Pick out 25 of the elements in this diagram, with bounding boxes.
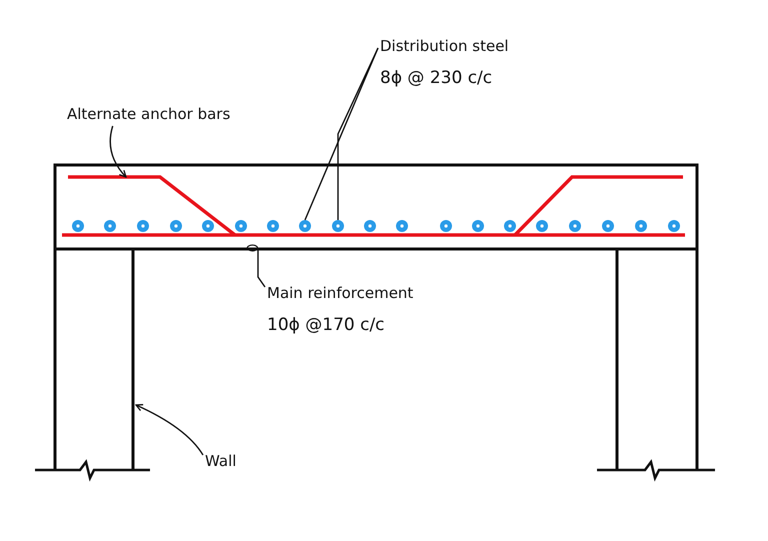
rebar-section [504, 220, 516, 232]
reinforcement-bar [514, 175, 683, 236]
part-label: Alternate anchor bars [67, 104, 230, 124]
part-label: Main reinforcement [267, 283, 414, 303]
reinforcement-bar [62, 233, 685, 237]
rebar-section [364, 220, 376, 232]
leader-arrow [135, 404, 204, 456]
leader-line [337, 48, 379, 220]
rebar-section [267, 220, 279, 232]
rebar-section [440, 220, 452, 232]
rebar-section [472, 220, 484, 232]
wall-outline [616, 248, 698, 472]
reinforcement-bar [68, 175, 236, 236]
rebar-section [299, 220, 311, 232]
spacing-label: 8ϕ @ 230 c/c [380, 68, 494, 88]
leader-arrow [110, 126, 127, 178]
part-label: Distribution steel [380, 36, 509, 56]
leader-line [246, 244, 266, 288]
rebar-section [235, 220, 247, 232]
spacing-label: 10ϕ @170 c/c [267, 315, 386, 335]
part-label: Wall [205, 451, 236, 471]
wall-outline [54, 248, 134, 472]
rebar-section [396, 220, 408, 232]
leader-line [304, 48, 379, 220]
rebar-section [332, 220, 344, 232]
